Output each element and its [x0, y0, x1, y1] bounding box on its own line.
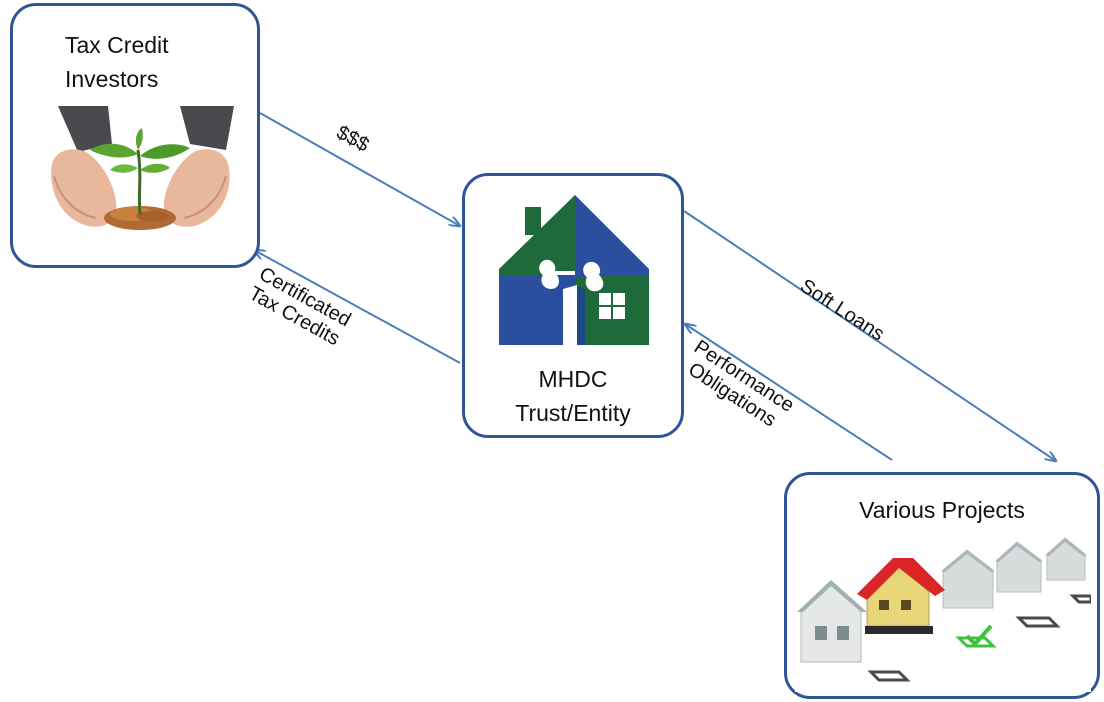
projects-node: Various Projects [784, 472, 1100, 699]
arrow-investors-to-mhdc [259, 112, 460, 226]
investors-node: Tax Credit Investors [10, 3, 260, 268]
mhdc-title-line2: Trust/Entity [515, 400, 631, 426]
arrow-mhdc-to-projects [683, 210, 1056, 461]
arrow-mhdc-to-investors [254, 250, 461, 364]
hands-holding-plant-with-coins-icon [30, 106, 250, 252]
investors-title: Tax Credit Investors [65, 28, 169, 96]
mhdc-title-line1: MHDC [538, 366, 608, 392]
mhdc-node: MHDC Trust/Entity [462, 173, 684, 438]
mhdc-title: MHDC Trust/Entity [465, 362, 681, 430]
arrow-projects-to-mhdc [685, 324, 893, 461]
puzzle-house-logo-icon [495, 193, 653, 351]
projects-title: Various Projects [859, 497, 1025, 523]
investors-title-line2: Investors [65, 66, 159, 92]
investors-title-line1: Tax Credit [65, 32, 169, 58]
houses-with-checkboxes-icon [795, 530, 1091, 692]
